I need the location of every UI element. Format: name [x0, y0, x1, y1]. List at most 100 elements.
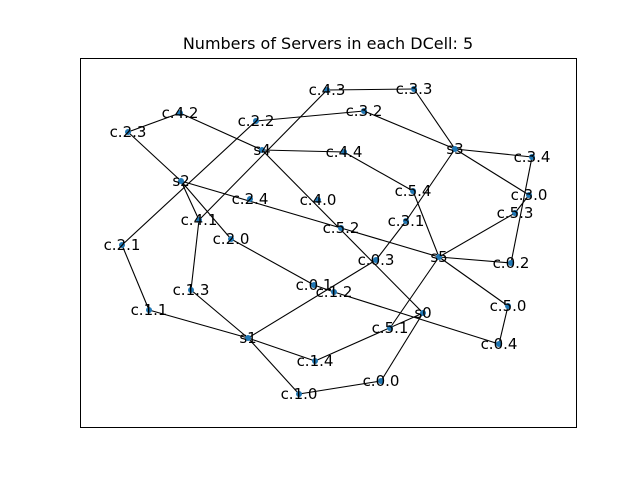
- node-c-3-4: [529, 154, 535, 160]
- edge-c-0-1-to-c-1-2: [313, 284, 335, 293]
- node-label-c-4-0: c.4.0: [300, 191, 337, 209]
- node-s3: [452, 146, 458, 152]
- node-c-0-0: [378, 378, 384, 384]
- node-c-5-3: [512, 210, 518, 216]
- node-c-0-3: [373, 257, 379, 263]
- node-c-4-3: [324, 87, 330, 93]
- node-label-c-1-0: c.1.0: [281, 385, 318, 403]
- node-c-0-1: [311, 282, 317, 288]
- node-label-c-5-4: c.5.4: [395, 182, 432, 200]
- node-label-c-3-3: c.3.3: [396, 80, 433, 98]
- figure-title: Numbers of Servers in each DCell: 5: [183, 34, 473, 53]
- node-c-2-4: [247, 196, 253, 202]
- node-label-c-5-3: c.5.3: [497, 204, 534, 222]
- edge-c-0-3-to-s1: [247, 259, 377, 339]
- edge-s4-to-s0: [261, 149, 424, 314]
- node-c-4-4: [341, 149, 347, 155]
- edge-c-1-1-to-s1: [148, 309, 249, 339]
- node-label-c-4-2: c.4.2: [162, 104, 199, 122]
- node-s1: [245, 335, 251, 341]
- node-label-s0: s0: [414, 304, 431, 322]
- node-c-3-3: [411, 86, 417, 92]
- node-label-c-5-0: c.5.0: [490, 297, 527, 315]
- edge-c-1-4-to-s0: [314, 312, 424, 362]
- node-label-c-2-0: c.2.0: [213, 230, 250, 248]
- edge-s3-to-c-3-4: [454, 148, 533, 158]
- node-label-c-0-0: c.0.0: [363, 372, 400, 390]
- node-label-c-2-1: c.2.1: [104, 236, 141, 254]
- edge-layer: [121, 88, 533, 395]
- edge-c-4-1-to-c-1-3: [190, 219, 200, 291]
- node-c-1-2: [331, 289, 337, 295]
- node-label-c-3-0: c.3.0: [511, 186, 548, 204]
- node-s2: [178, 178, 184, 184]
- node-c-1-0: [296, 391, 302, 397]
- node-label-c-1-2: c.1.2: [316, 283, 353, 301]
- node-s5: [436, 254, 442, 260]
- edge-c-3-4-to-c-0-2: [510, 156, 533, 264]
- edge-s3-to-c-3-0: [454, 148, 530, 196]
- edge-c-3-0-to-c-5-3: [514, 194, 530, 214]
- node-c-5-4: [410, 188, 416, 194]
- node-label-c-1-1: c.1.1: [131, 301, 168, 319]
- edge-c-4-3-to-c-3-3: [326, 88, 415, 91]
- edge-c-5-4-to-s5: [412, 190, 440, 258]
- edge-c-3-1-to-c-0-3: [375, 220, 407, 261]
- node-c-2-1: [119, 242, 125, 248]
- edge-c-3-3-to-s3: [413, 88, 456, 150]
- node-c-4-0: [315, 197, 321, 203]
- node-c-0-4: [496, 341, 502, 347]
- edge-s2-to-c-5-2: [180, 180, 342, 229]
- node-label-c-0-4: c.0.4: [481, 335, 518, 353]
- node-c-3-1: [403, 218, 409, 224]
- node-label-s3: s3: [446, 140, 463, 158]
- node-c-3-2: [361, 108, 367, 114]
- edge-s0-to-c-0-0: [380, 312, 424, 382]
- node-label-c-4-3: c.4.3: [309, 81, 346, 99]
- node-label-s1: s1: [239, 329, 256, 347]
- edge-c-1-0-to-s1: [247, 337, 300, 395]
- node-c-5-2: [338, 225, 344, 231]
- edge-c-0-4-to-c-5-0: [498, 305, 509, 345]
- node-c-0-2: [508, 260, 514, 266]
- node-c-5-1: [387, 325, 393, 331]
- edge-c-2-3-to-s2: [127, 131, 182, 182]
- node-label-c-4-4: c.4.4: [326, 143, 363, 161]
- node-label-s5: s5: [430, 248, 447, 266]
- node-s4: [259, 147, 265, 153]
- node-label-s4: s4: [253, 141, 270, 159]
- node-label-s2: s2: [172, 172, 189, 190]
- edge-c-3-2-to-s3: [363, 110, 456, 150]
- node-label-c-5-1: c.5.1: [372, 319, 409, 337]
- edge-c-2-3-to-c-4-2: [127, 112, 181, 133]
- node-label-c-4-1: c.4.1: [181, 211, 218, 229]
- edge-s2-to-c-4-1: [180, 180, 200, 221]
- edge-c-4-2-to-s4: [179, 112, 263, 151]
- node-c-3-0: [526, 192, 532, 198]
- edge-c-5-3-to-s5: [438, 212, 516, 258]
- node-label-c-2-2: c.2.2: [238, 112, 275, 130]
- plot-frame: [80, 58, 577, 428]
- node-label-c-5-2: c.5.2: [323, 219, 360, 237]
- edge-s3-to-c-3-1: [405, 148, 456, 222]
- node-c-4-1: [196, 217, 202, 223]
- edge-c-4-4-to-c-5-4: [343, 151, 414, 192]
- node-label-c-1-3: c.1.3: [173, 281, 210, 299]
- edge-s5-to-c-5-1: [389, 256, 440, 329]
- edge-c-1-2-to-c-0-4: [333, 291, 500, 345]
- node-label-c-3-2: c.3.2: [346, 102, 383, 120]
- edge-c-5-0-to-s5: [438, 256, 509, 307]
- node-label-c-0-2: c.0.2: [493, 254, 530, 272]
- edge-s4-to-c-4-4: [261, 149, 345, 153]
- node-s0: [420, 310, 426, 316]
- edge-c-2-1-to-c-1-1: [121, 244, 150, 311]
- node-c-5-0: [505, 303, 511, 309]
- edge-s1-to-c-1-4: [247, 337, 316, 362]
- node-label-c-0-3: c.0.3: [358, 251, 395, 269]
- node-c-4-2: [177, 110, 183, 116]
- edge-c-0-0-to-c-1-0: [298, 380, 382, 395]
- node-label-c-3-1: c.3.1: [388, 212, 425, 230]
